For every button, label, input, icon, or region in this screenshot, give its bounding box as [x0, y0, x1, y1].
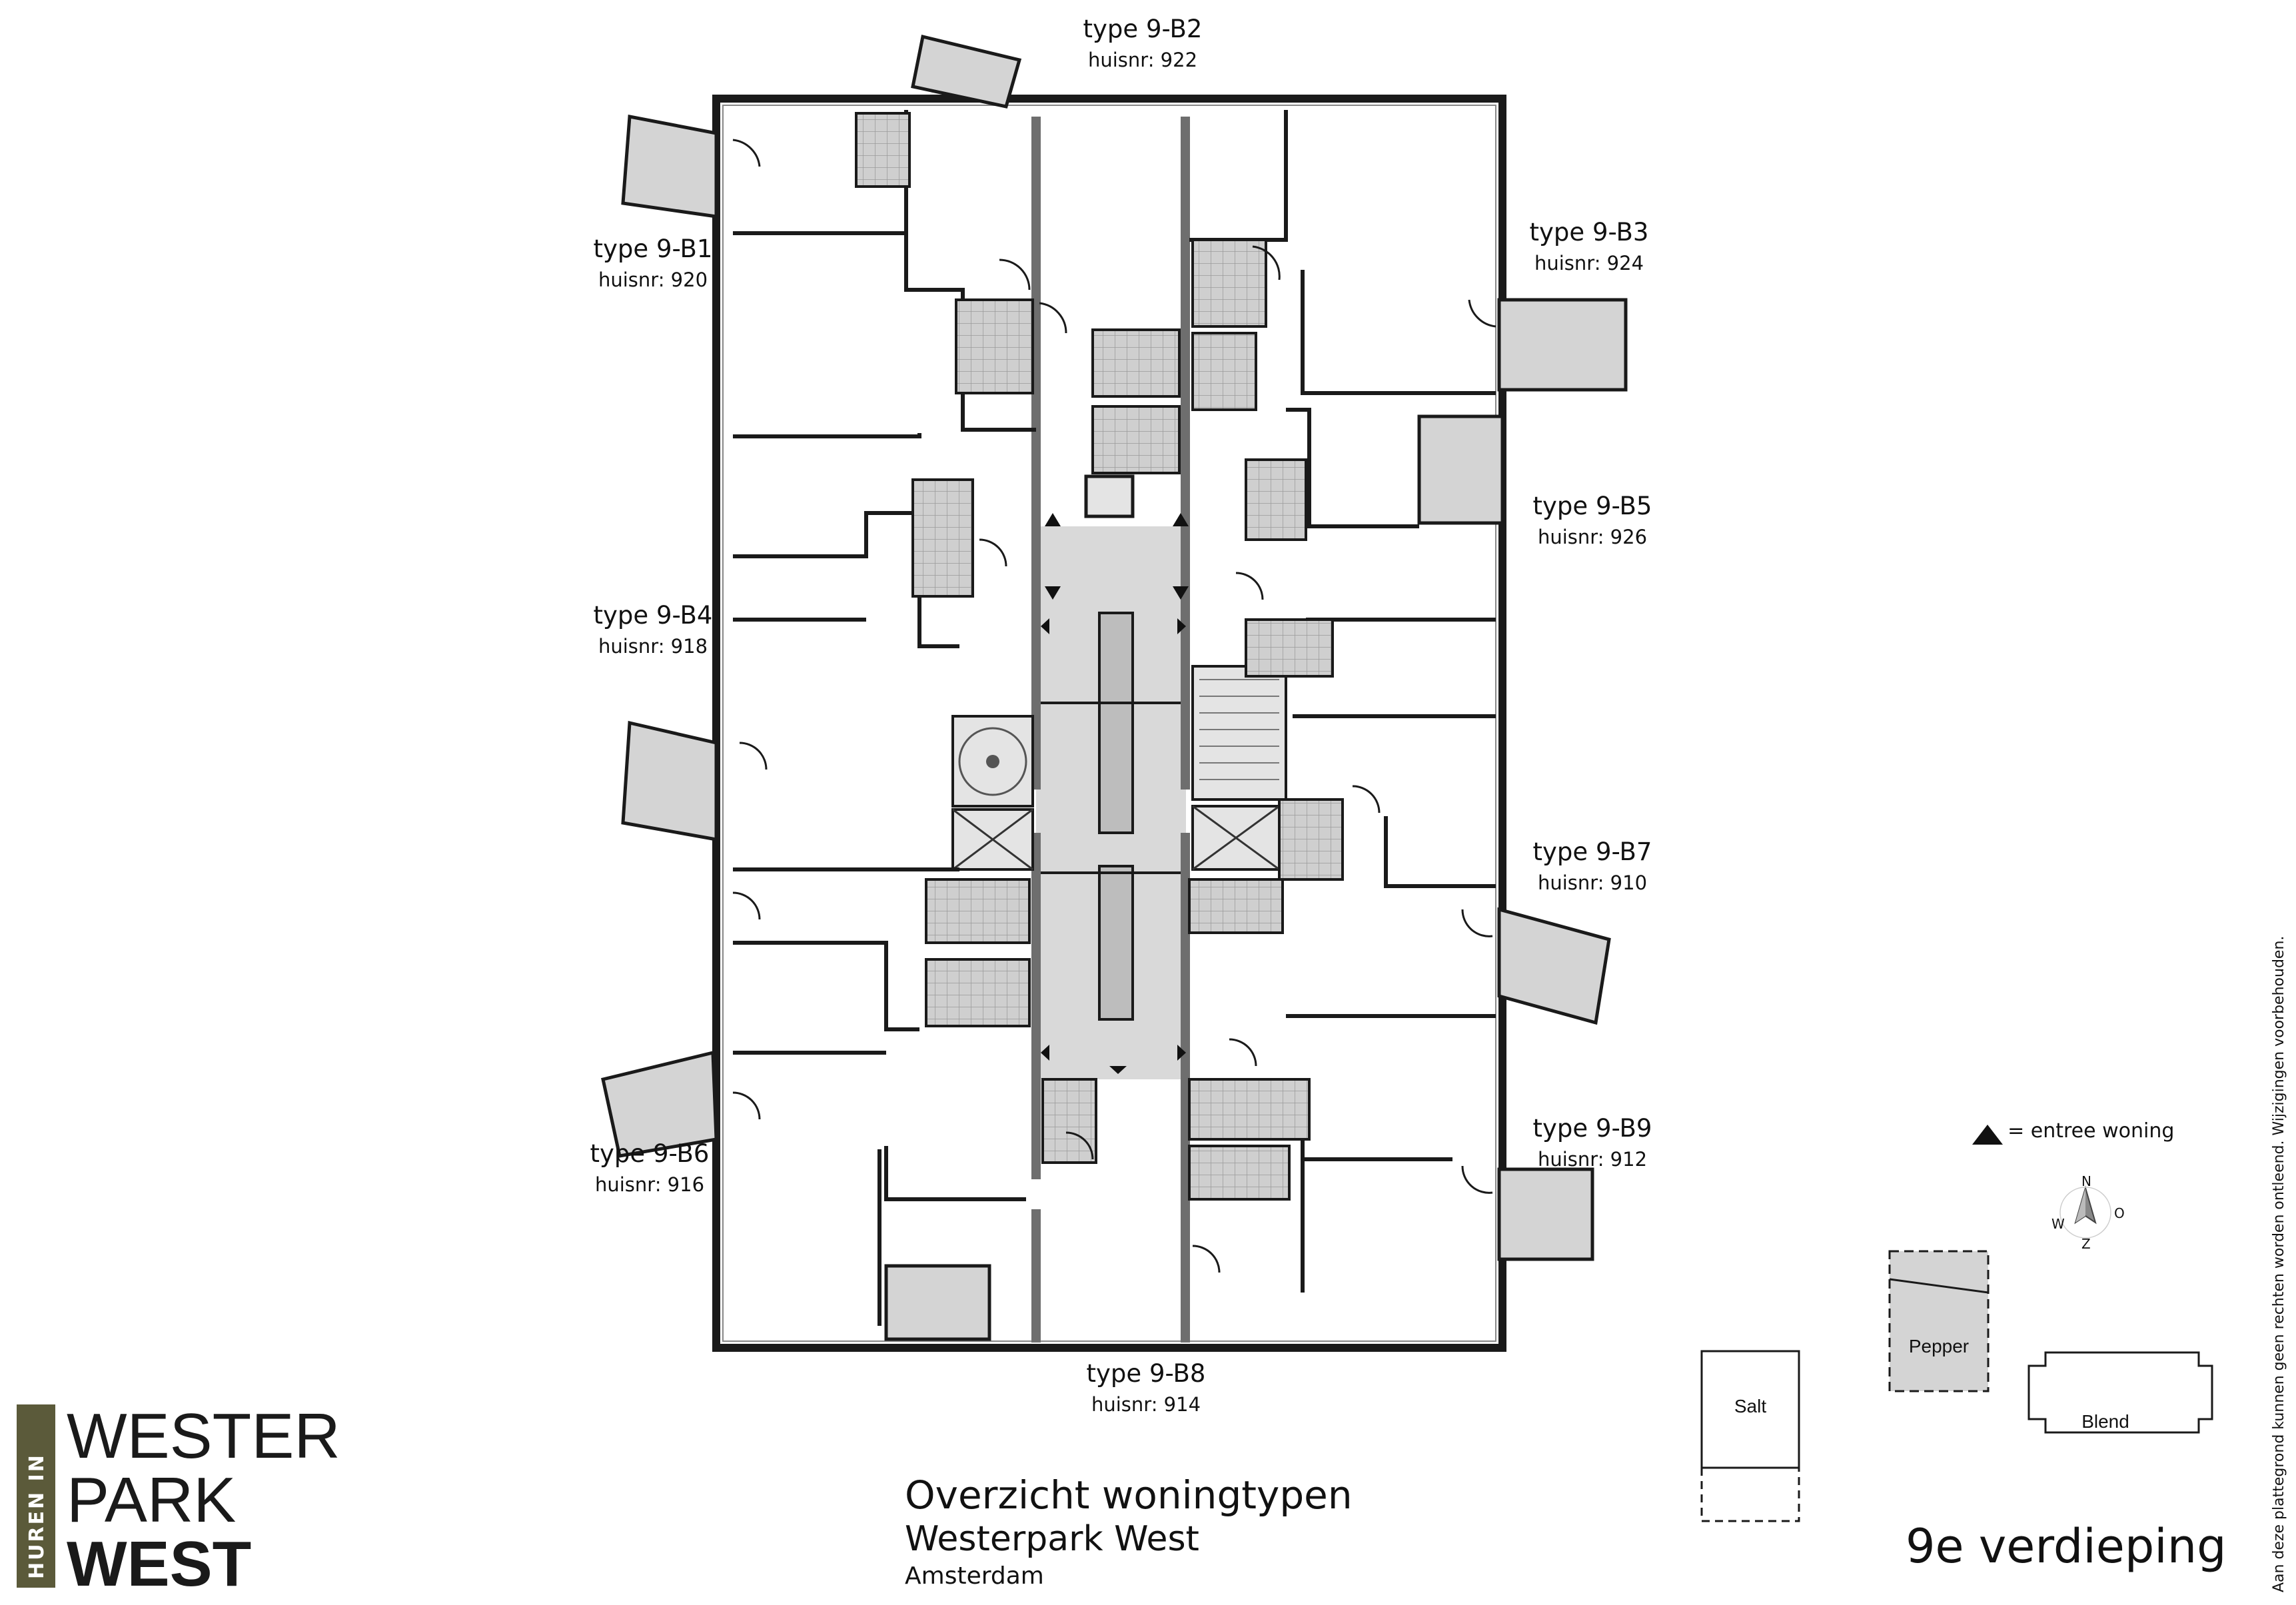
city-name: Amsterdam — [905, 1562, 1044, 1590]
unit-type: type 9-B9 — [1532, 1114, 1652, 1143]
compass-o: O — [2114, 1205, 2125, 1221]
unit-number: huisnr: 918 — [598, 635, 708, 658]
unit-type: type 9-B5 — [1532, 492, 1652, 520]
unit-label-b2: type 9-B2 huisnr: 922 — [1043, 15, 1243, 71]
central-corridor — [1036, 526, 1186, 1079]
building-blend — [2027, 1351, 2213, 1434]
logo-line-3: WEST — [67, 1528, 252, 1600]
compass-n: N — [2081, 1173, 2091, 1189]
unit-label-b9: type 9-B9 huisnr: 912 — [1492, 1114, 1692, 1171]
logo-line-1: WESTER — [67, 1400, 340, 1472]
compass: N O Z W — [2049, 1173, 2125, 1252]
unit-number: huisnr: 910 — [1537, 871, 1648, 894]
unit-number: huisnr: 924 — [1534, 252, 1644, 274]
compass-w: W — [2051, 1216, 2065, 1232]
unit-number: huisnr: 920 — [598, 268, 708, 291]
unit-label-b1: type 9-B1 huisnr: 920 — [553, 235, 753, 291]
unit-number: huisnr: 922 — [1087, 49, 1198, 71]
unit-label-b5: type 9-B5 huisnr: 926 — [1492, 492, 1692, 548]
logo: WESTER PARK WEST — [67, 1404, 340, 1596]
unit-label-b3: type 9-B3 huisnr: 924 — [1489, 218, 1689, 274]
unit-label-b7: type 9-B7 huisnr: 910 — [1492, 837, 1692, 894]
unit-number: huisnr: 916 — [594, 1173, 705, 1196]
unit-type: type 9-B4 — [593, 601, 713, 630]
compass-z: Z — [2081, 1236, 2091, 1252]
unit-number: huisnr: 912 — [1537, 1148, 1648, 1171]
building-salt — [1700, 1350, 1800, 1469]
unit-type: type 9-B1 — [593, 235, 713, 263]
entrance-markers — [1041, 513, 1189, 1074]
logo-bar — [17, 1404, 55, 1588]
bathrooms — [855, 112, 1344, 1201]
salt-label: Salt — [1734, 1396, 1767, 1416]
floor-label: 9e verdieping — [1906, 1519, 2227, 1574]
unit-number: huisnr: 914 — [1091, 1393, 1201, 1416]
legend-label: = entree woning — [2008, 1119, 2175, 1143]
logo-line-2: PARK — [67, 1464, 237, 1536]
legend-entrance: = entree woning — [1971, 1119, 2174, 1146]
unit-type: type 9-B6 — [590, 1139, 710, 1168]
balconies — [601, 34, 1628, 1341]
unit-number: huisnr: 926 — [1537, 526, 1648, 548]
site-key — [1700, 1250, 2213, 1522]
unit-label-b4: type 9-B4 huisnr: 918 — [553, 601, 753, 658]
building-pepper — [1888, 1250, 1990, 1392]
unit-type: type 9-B3 — [1529, 218, 1649, 247]
compass-rose-icon — [2059, 1185, 2111, 1239]
unit-label-b6: type 9-B6 huisnr: 916 — [550, 1139, 750, 1196]
core-walls — [1031, 117, 1190, 1342]
project-name: Westerpark West — [905, 1519, 1199, 1559]
unit-type: type 9-B7 — [1532, 837, 1652, 866]
disclaimer: Aan deze plattegrond kunnen geen rechten… — [2271, 935, 2287, 1592]
logo-vertical-text: HUREN IN — [25, 1453, 49, 1579]
entrance-triangle-icon — [1972, 1124, 2003, 1145]
door-swings — [732, 139, 1496, 1273]
page-title: Overzicht woningtypen — [905, 1472, 1353, 1518]
unit-label-b8: type 9-B8 huisnr: 914 — [1046, 1359, 1246, 1416]
unit-type: type 9-B2 — [1083, 15, 1203, 43]
pepper-label: Pepper — [1908, 1336, 1970, 1356]
stairwells — [951, 474, 1287, 871]
blend-label: Blend — [2081, 1411, 2129, 1432]
unit-type: type 9-B8 — [1086, 1359, 1206, 1388]
